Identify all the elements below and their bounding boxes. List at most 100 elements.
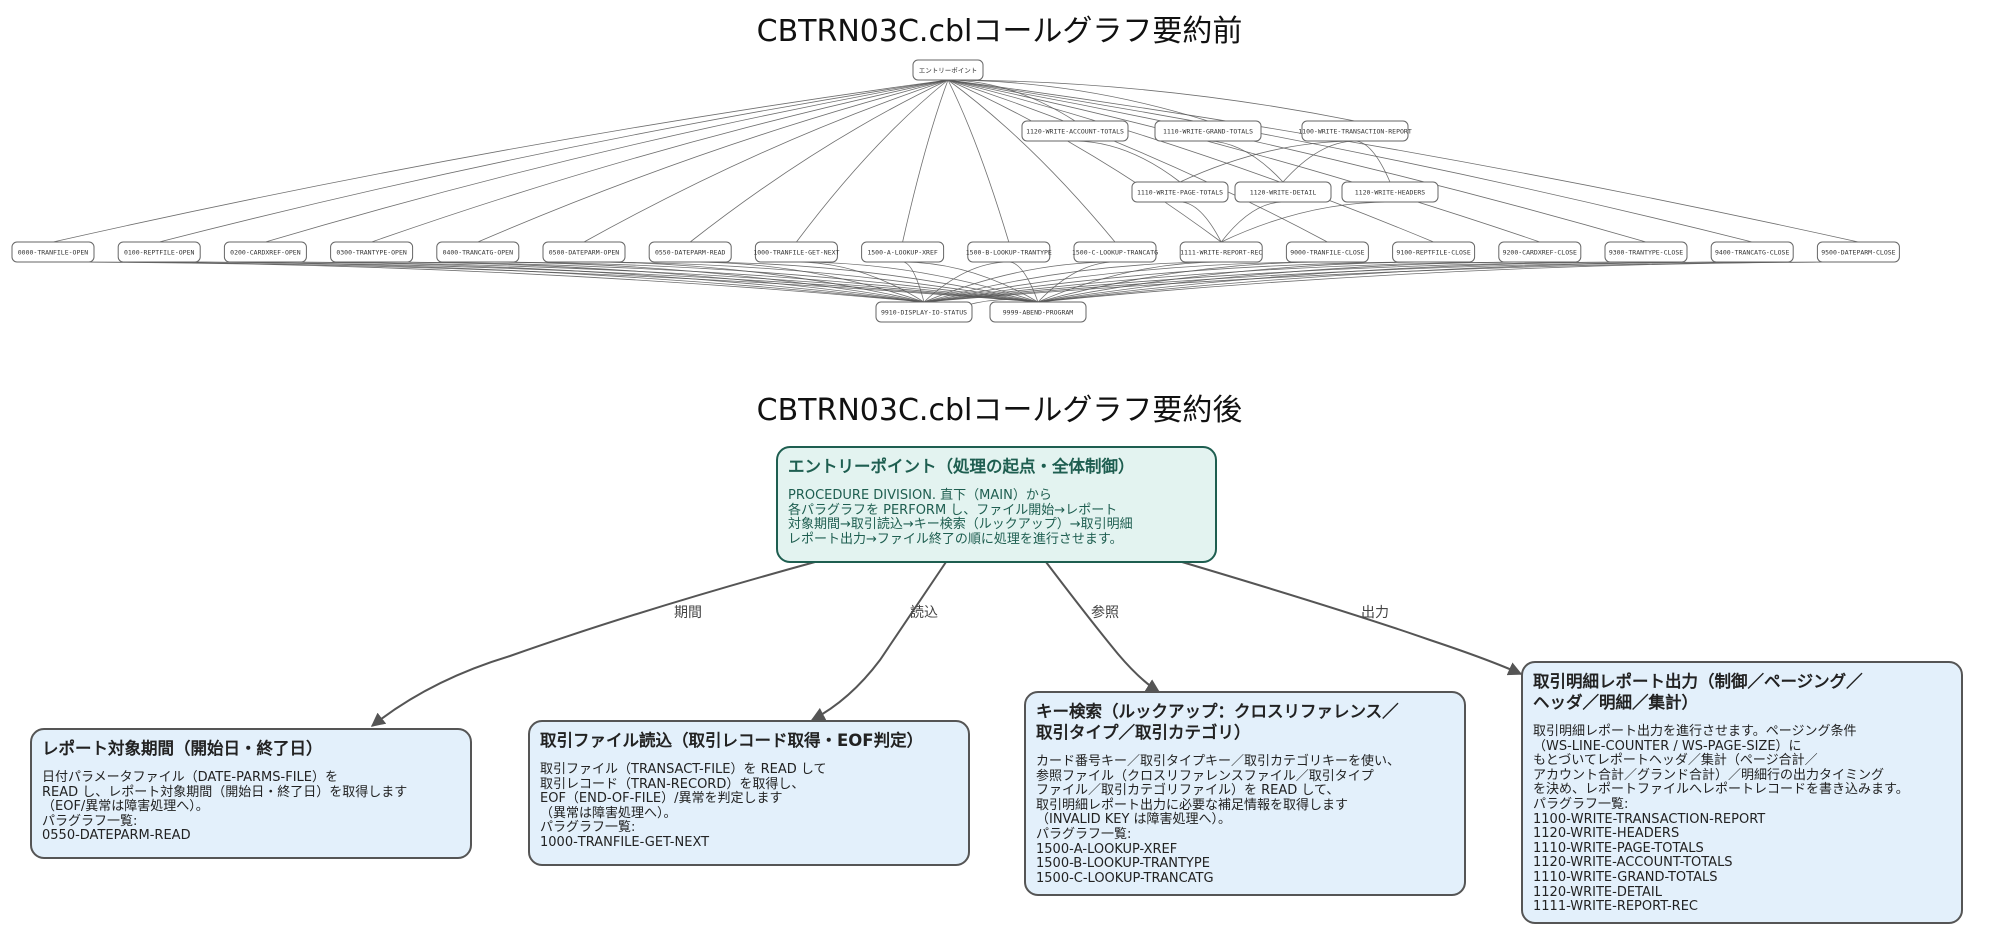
call-edge [902,79,949,243]
after-graph-title: CBTRN03C.cblコールグラフ要約後 [756,393,1243,428]
mid-node-0: 1120-WRITE-ACCOUNT-TOTALS [1021,120,1129,142]
sub-node-1: 1120-WRITE-DETAIL [1234,181,1332,203]
call-edge [947,79,1859,243]
edge-period [370,561,816,727]
call-edge [477,79,949,243]
call-edge [1354,140,1391,183]
edge-label-period: 期間 [674,605,702,621]
sub-node-2: 1120-WRITE-HEADERS [1341,181,1439,203]
main-node-1-label: 0100-REPTFILE-OPEN [124,249,195,257]
call-edge [1037,261,1859,303]
before-edges [52,79,1859,323]
call-edge [947,79,1328,243]
period-node-title: レポート対象期間（開始日・終了日） [42,739,323,758]
call-edge [947,79,1356,122]
output-node-title: 取引明細レポート出力（制御／ページング／ ヘッダ／明細／集計） [1533,672,1863,712]
call-edge [796,261,925,303]
sub-node-0-label: 1110-WRITE-PAGE-TOTALS [1137,189,1223,197]
call-edge [923,261,1328,303]
main-node-9: 1500-B-LOOKUP-TRANTYPE [966,241,1052,263]
main-node-4: 0400-TRANCATG-OPEN [436,241,520,263]
call-edge [947,79,1209,122]
entry-point-node: エントリーポイント（処理の起点・全体制御） PROCEDURE DIVISION… [776,446,1217,563]
before-graph-title: CBTRN03C.cblコールグラフ要約前 [756,14,1243,49]
call-edge [796,261,1039,303]
call-edge [159,79,949,243]
bottom-node-1: 9999-ABEND-PROGRAM [989,301,1087,323]
call-edge [947,79,1434,243]
main-node-5-label: 0500-DATEPARM-OPEN [549,249,620,257]
mid-node-1: 1110-WRITE-GRAND-TOTALS [1154,120,1262,142]
call-edge [1179,140,1356,183]
entry-node-small-label: エントリーポイント [919,67,978,75]
main-node-12-label: 9000-TRANFILE-CLOSE [1290,249,1364,257]
main-node-7-label: 1000-TRANFILE-GET-NEXT [753,249,839,257]
output-node-body: 取引明細レポート出力を進行させます。ページング条件 （WS-LINE-COUNT… [1533,724,1909,915]
call-edge [947,79,1222,243]
main-node-5: 0500-DATEPARM-OPEN [542,241,626,263]
main-node-13: 9100-REPTFILE-CLOSE [1392,241,1476,263]
lookup-node: キー検索（ルックアップ：クロスリファレンス／ 取引タイプ／取引カテゴリ） カード… [1024,691,1466,896]
bottom-node-0-label: 9910-DISPLAY-IO-STATUS [881,309,967,317]
entry-point-body: PROCEDURE DIVISION. 直下（MAIN）から 各パラグラフを P… [788,488,1133,547]
edge-label-read: 読込 [910,605,938,621]
read-node-title: 取引ファイル読込（取引レコード取得・EOF判定） [540,731,924,750]
call-edge [947,79,1010,243]
lookup-node-title: キー検索（ルックアップ：クロスリファレンス／ 取引タイプ／取引カテゴリ） [1036,702,1399,742]
main-node-6-label: 0550-DATEPARM-READ [655,249,726,257]
main-node-10-label: 1500-C-LOOKUP-TRANCATG [1072,249,1158,257]
main-node-14-label: 9200-CARDXREF-CLOSE [1503,249,1577,257]
main-node-9-label: 1500-B-LOOKUP-TRANTYPE [966,249,1052,257]
main-node-8: 1500-A-LOOKUP-XREF [861,241,945,263]
main-node-3-label: 0300-TRANTYPE-OPEN [336,249,407,257]
call-edge [689,79,949,243]
lookup-node-body: カード番号キー／取引タイプキー／取引カテゴリキーを使い、 参照ファイル（クロスリ… [1036,754,1401,886]
sub-node-0: 1110-WRITE-PAGE-TOTALS [1131,181,1229,203]
main-node-8-label: 1500-A-LOOKUP-XREF [867,249,938,257]
edge-lookup [1045,561,1161,693]
main-node-2-label: 0200-CARDXREF-OPEN [230,249,301,257]
call-edge [947,79,1753,243]
bottom-node-0: 9910-DISPLAY-IO-STATUS [875,301,973,323]
call-edge [923,261,1222,303]
call-edge [923,261,1434,303]
call-edge [583,261,1039,303]
entry-point-title: エントリーポイント（処理の起点・全体制御） [788,457,1135,476]
main-node-7: 1000-TRANFILE-GET-NEXT [753,241,840,263]
call-edge [1074,140,1181,183]
sub-node-2-label: 1120-WRITE-HEADERS [1355,189,1426,197]
call-edge [371,79,949,243]
call-edge [947,79,1647,243]
edge-output [1181,561,1523,676]
main-node-11: 1111-WRITE-REPORT-REC [1179,241,1263,263]
main-node-12: 9000-TRANFILE-CLOSE [1285,241,1369,263]
mid-node-0-label: 1120-WRITE-ACCOUNT-TOTALS [1026,128,1124,136]
main-node-6: 0550-DATEPARM-READ [648,241,732,263]
mid-node-1-label: 1110-WRITE-GRAND-TOTALS [1163,128,1253,136]
main-node-0-label: 0000-TRANFILE-OPEN [18,249,89,257]
main-node-4-label: 0400-TRANCATG-OPEN [443,249,514,257]
call-edge [947,79,1116,243]
main-node-11-label: 1111-WRITE-REPORT-REC [1180,249,1262,257]
read-node-body: 取引ファイル（TRANSACT-FILE）を READ して 取引レコード（TR… [540,762,827,850]
main-node-3: 0300-TRANTYPE-OPEN [330,241,414,263]
main-node-16-label: 9400-TRANCATG-CLOSE [1715,249,1789,257]
call-edge [947,79,1076,122]
before-nodes: エントリーポイント 1120-WRITE-ACCOUNT-TOTALS 1110-W… [11,59,1900,323]
main-node-17-label: 9500-DATEPARM-CLOSE [1821,249,1895,257]
main-node-10: 1500-C-LOOKUP-TRANCATG [1072,241,1158,263]
output-node: 取引明細レポート出力（制御／ページング／ ヘッダ／明細／集計） 取引明細レポート… [1521,661,1963,924]
call-edge [477,261,1039,303]
read-node: 取引ファイル読込（取引レコード取得・EOF判定） 取引ファイル（TRANSACT… [528,720,970,866]
edge-label-output: 出力 [1361,605,1389,621]
main-node-16: 9400-TRANCATG-CLOSE [1710,241,1794,263]
main-node-14: 9200-CARDXREF-CLOSE [1498,241,1582,263]
main-node-1: 0100-REPTFILE-OPEN [117,241,201,263]
main-node-17: 9500-DATEPARM-CLOSE [1816,241,1900,263]
mid-node-2: 1100-WRITE-TRANSACTION-REPORT [1298,120,1412,142]
call-edge [1221,201,1391,243]
call-edge [796,79,949,243]
main-node-15-label: 9300-TRANTYPE-CLOSE [1609,249,1683,257]
period-node-body: 日付パラメータファイル（DATE-PARMS-FILE）を READ し、レポー… [42,770,408,844]
main-node-2: 0200-CARDXREF-OPEN [223,241,307,263]
